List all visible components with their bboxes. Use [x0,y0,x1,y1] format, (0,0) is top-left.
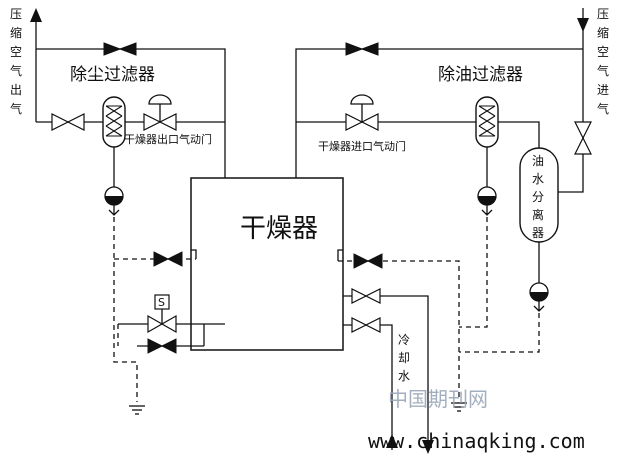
svg-text:空: 空 [10,45,22,59]
svg-text:器: 器 [532,226,544,240]
left-ground [128,405,146,415]
solenoid-bypass-valve[interactable] [147,338,177,354]
svg-text:压: 压 [10,7,22,21]
svg-text:分: 分 [532,190,544,204]
svg-text:气: 气 [597,63,609,78]
svg-text:油: 油 [532,154,544,168]
svg-text:却: 却 [398,351,410,365]
air-outlet-line [30,8,42,122]
svg-text:S: S [158,296,165,309]
air-outlet-label: 压 缩 空 气 出 气 [10,7,22,116]
air-inlet-valve[interactable] [574,121,592,155]
solenoid-valve[interactable]: S [147,294,177,334]
oil-filter [475,96,499,148]
svg-text:气: 气 [597,101,609,116]
oil-filter-drain-trap [477,186,497,216]
dryer-outlet-valve[interactable] [143,94,177,131]
svg-text:水: 水 [398,369,410,383]
separator-drain-trap [529,282,549,312]
left-bypass-valve[interactable] [103,42,137,56]
cooling-water-outlet-valve[interactable] [351,288,381,304]
dryer-inlet-valve[interactable] [345,94,379,131]
svg-text:压: 压 [597,7,609,21]
svg-text:离: 离 [532,207,544,222]
cooling-water-inlet-valve[interactable] [351,317,381,333]
svg-text:气: 气 [10,101,22,116]
svg-text:冷: 冷 [398,333,410,347]
svg-text:缩: 缩 [597,25,609,40]
svg-text:出: 出 [10,83,22,97]
cooling-water-outlet-arrow [422,440,434,454]
cooling-water-label: 冷 却 水 [398,333,410,383]
dryer-left-drain-valve[interactable] [153,251,183,267]
dryer-label: 干燥器 [240,214,318,244]
svg-text:空: 空 [597,45,609,59]
air-inlet-label: 压 缩 空 气 进 气 [597,7,609,116]
dust-filter [102,96,126,148]
watermark-cn: 中国期刊网 [388,387,488,411]
right-bypass-valve[interactable] [345,42,379,56]
svg-text:水: 水 [532,172,544,186]
dust-filter-drain-trap [104,186,124,216]
dryer-vessel [190,177,344,351]
svg-text:缩: 缩 [10,25,22,40]
dust-filter-label: 除尘过滤器 [70,65,155,85]
watermark-url: www.chinaqking.com [368,429,585,453]
separator-label: 油 水 分 离 器 [532,154,544,240]
dust-filter-inlet-valve[interactable] [51,113,85,131]
dryer-inlet-valve-label: 干燥器进口气动门 [318,139,406,153]
dryer-outlet-valve-label: 干燥器出口气动门 [124,132,212,146]
svg-text:气: 气 [10,63,22,78]
oil-filter-label: 除油过滤器 [438,65,523,85]
dryer-right-drain-valve[interactable] [353,253,383,269]
svg-text:进: 进 [597,83,609,97]
cooling-water-inlet-arrow [386,434,398,448]
